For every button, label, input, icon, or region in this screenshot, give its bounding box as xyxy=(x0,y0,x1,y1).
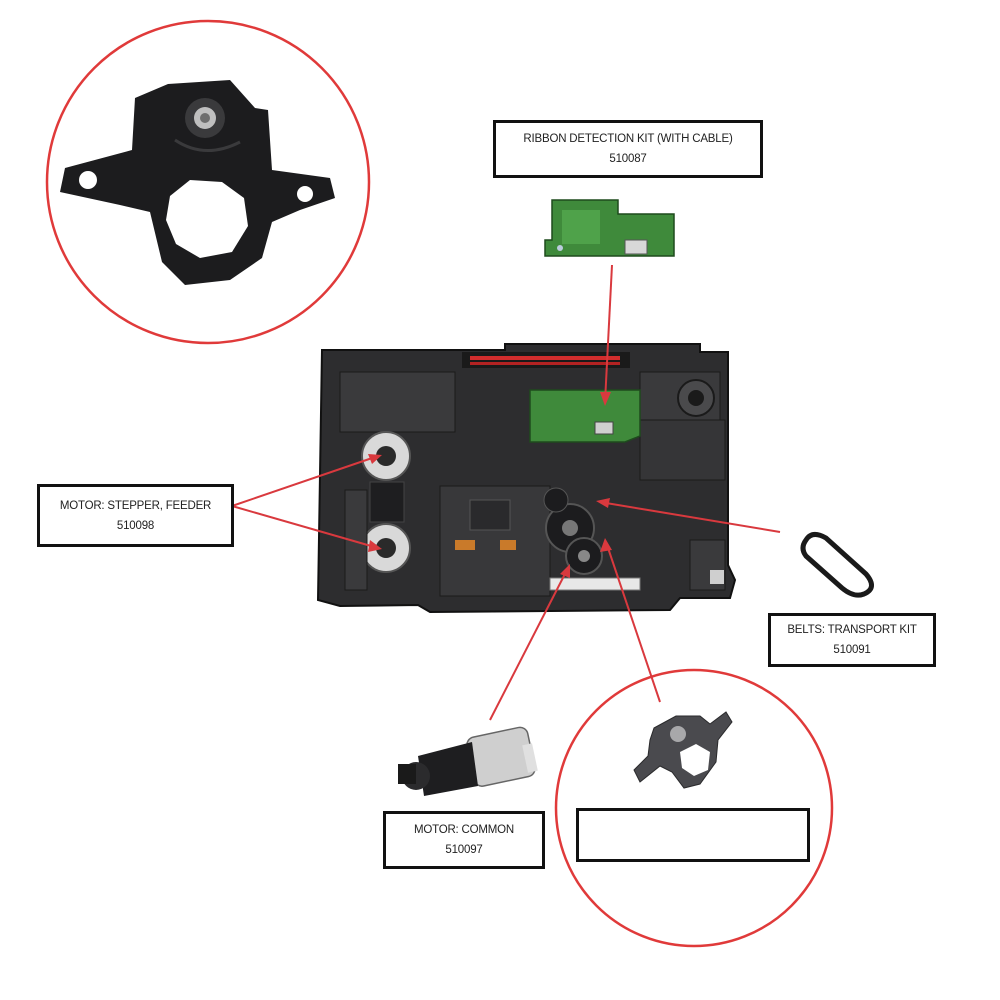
label-bracket-blank xyxy=(576,808,810,862)
label-ribbon-part: 510087 xyxy=(609,153,647,165)
callout-line-belts xyxy=(599,501,781,533)
label-belts-part: 510091 xyxy=(833,644,871,656)
label-ribbon-detection-kit: RIBBON DETECTION KIT (WITH CABLE) 510087 xyxy=(493,120,763,178)
arrowhead-bracket xyxy=(600,538,612,552)
label-ribbon-name: RIBBON DETECTION KIT (WITH CABLE) xyxy=(523,133,733,145)
callout-arrowheads xyxy=(368,392,612,578)
callout-line-stepper-upper xyxy=(231,455,379,507)
printer-chassis-image xyxy=(316,343,737,614)
zoom-circle-top-left xyxy=(45,19,371,345)
callout-line-ribbon xyxy=(604,264,613,403)
arrowhead-stepper-upper xyxy=(368,454,382,464)
ribbon-detection-pcb-image xyxy=(544,199,675,257)
label-belts-transport-kit: BELTS: TRANSPORT KIT 510091 xyxy=(768,613,936,667)
callout-line-stepper-lower xyxy=(231,505,379,549)
label-common-part: 510097 xyxy=(445,844,483,856)
label-stepper-name: MOTOR: STEPPER, FEEDER xyxy=(59,499,212,512)
common-motor-image xyxy=(398,726,538,796)
callout-lines xyxy=(231,264,781,721)
label-stepper-part: 510098 xyxy=(116,519,155,532)
label-belts-name: BELTS: TRANSPORT KIT xyxy=(787,624,917,636)
bracket-large-image xyxy=(60,80,335,285)
arrowhead-stepper-lower xyxy=(368,540,382,552)
arrowhead-common-motor xyxy=(560,564,570,578)
bracket-small-image xyxy=(633,711,733,789)
callout-line-common-motor xyxy=(489,567,569,721)
label-motor-common: MOTOR: COMMON 510097 xyxy=(383,811,545,869)
label-motor-stepper-feeder: MOTOR: STEPPER, FEEDER 510098 xyxy=(37,484,234,547)
transport-belt-image xyxy=(800,532,874,598)
arrowhead-belts xyxy=(596,498,610,508)
arrowhead-ribbon xyxy=(600,392,611,406)
label-common-name: MOTOR: COMMON xyxy=(413,824,515,836)
callout-line-bracket xyxy=(605,541,661,703)
